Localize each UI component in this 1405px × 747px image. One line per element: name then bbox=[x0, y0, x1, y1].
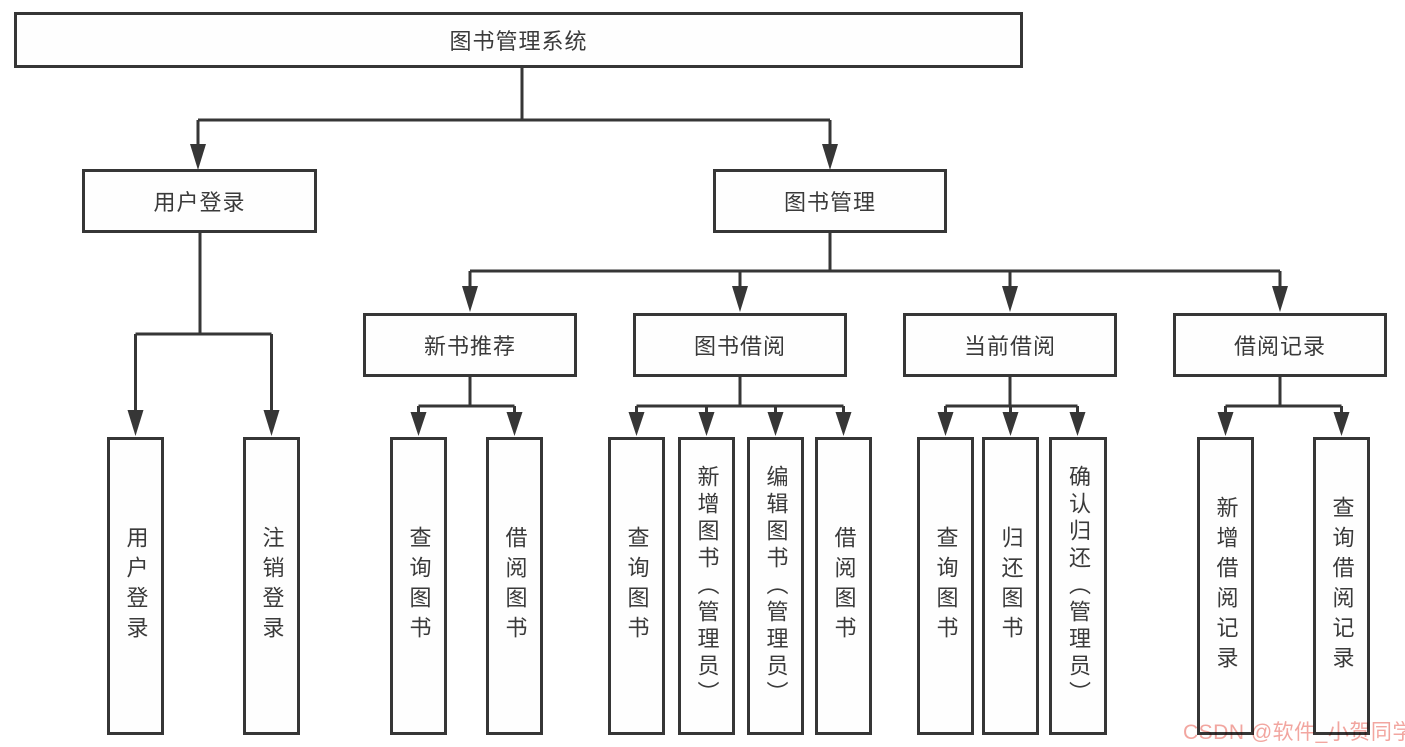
leaf-nb-borrow-books: 借阅图书 bbox=[486, 437, 543, 735]
leaf-bb-borrow-books-label: 借阅图书 bbox=[831, 526, 857, 646]
leaf-user-login-label: 用户登录 bbox=[123, 526, 149, 646]
leaf-br-add-record: 新增借阅记录 bbox=[1197, 437, 1254, 735]
node-book-borrowing-label: 图书借阅 bbox=[693, 334, 786, 359]
leaf-br-query-record-label: 查询借阅记录 bbox=[1329, 496, 1355, 676]
leaf-bb-edit-books-admin: 编辑图书（管理员） bbox=[747, 437, 804, 735]
leaf-user-login: 用户登录 bbox=[107, 437, 164, 735]
leaf-br-query-record: 查询借阅记录 bbox=[1313, 437, 1370, 735]
leaf-logout-label: 注销登录 bbox=[259, 526, 285, 646]
leaf-cb-query-books: 查询图书 bbox=[917, 437, 974, 735]
leaf-bb-borrow-books: 借阅图书 bbox=[815, 437, 872, 735]
leaf-nb-query-books-label: 查询图书 bbox=[406, 526, 432, 646]
node-user-login: 用户登录 bbox=[82, 169, 317, 233]
leaf-bb-add-books-admin-label: 新增图书（管理员） bbox=[694, 464, 720, 708]
node-current-borrowing-label: 当前借阅 bbox=[963, 334, 1056, 359]
node-book-borrowing: 图书借阅 bbox=[633, 313, 847, 377]
csdn-watermark: CSDN @软件_小贺同学 bbox=[1183, 721, 1405, 744]
node-library-system-label: 图书管理系统 bbox=[449, 29, 588, 54]
node-borrowing-records-label: 借阅记录 bbox=[1233, 334, 1326, 359]
leaf-bb-add-books-admin: 新增图书（管理员） bbox=[678, 437, 735, 735]
leaf-nb-borrow-books-label: 借阅图书 bbox=[502, 526, 528, 646]
leaf-cb-return-books-label: 归还图书 bbox=[998, 526, 1024, 646]
node-book-management: 图书管理 bbox=[713, 169, 947, 233]
leaf-cb-return-books: 归还图书 bbox=[982, 437, 1039, 735]
leaf-logout: 注销登录 bbox=[243, 437, 300, 735]
node-library-system: 图书管理系统 bbox=[14, 12, 1023, 68]
leaf-bb-edit-books-admin-label: 编辑图书（管理员） bbox=[763, 464, 789, 708]
leaf-br-add-record-label: 新增借阅记录 bbox=[1213, 496, 1239, 676]
leaf-nb-query-books: 查询图书 bbox=[390, 437, 447, 735]
node-book-management-label: 图书管理 bbox=[783, 190, 876, 215]
node-current-borrowing: 当前借阅 bbox=[903, 313, 1117, 377]
node-new-book-recommend-label: 新书推荐 bbox=[423, 334, 516, 359]
leaf-cb-confirm-return-admin-label: 确认归还（管理员） bbox=[1066, 464, 1091, 708]
leaf-bb-query-books: 查询图书 bbox=[608, 437, 665, 735]
leaf-cb-query-books-label: 查询图书 bbox=[933, 526, 959, 646]
node-borrowing-records: 借阅记录 bbox=[1173, 313, 1387, 377]
leaf-bb-query-books-label: 查询图书 bbox=[624, 526, 650, 646]
node-new-book-recommend: 新书推荐 bbox=[363, 313, 577, 377]
node-user-login-label: 用户登录 bbox=[153, 190, 246, 215]
leaf-cb-confirm-return-admin: 确认归还（管理员） bbox=[1049, 437, 1107, 735]
